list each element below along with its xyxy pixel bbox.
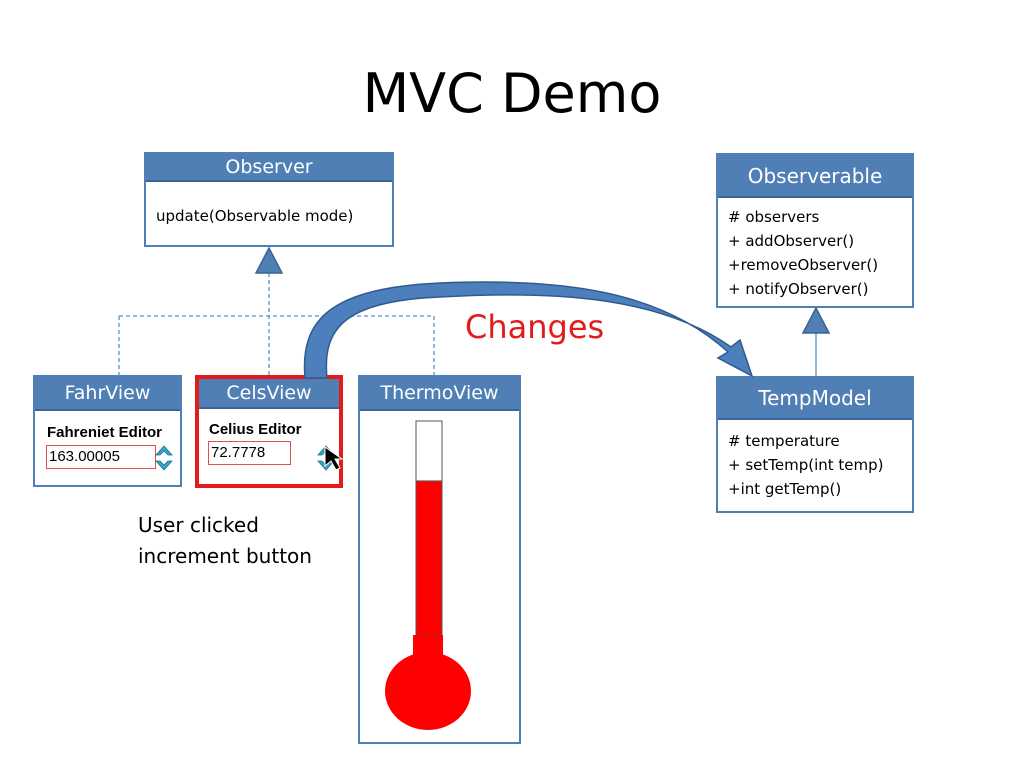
observable-member: +removeObserver(): [728, 256, 879, 274]
note-line: User clicked: [138, 513, 259, 537]
fahrview-panel: FahrView Fahreniet Editor 163.00005: [33, 375, 182, 487]
thermometer: [385, 420, 471, 730]
observer-class-header: Observer: [146, 154, 392, 182]
fahrenheit-spinner-icon[interactable]: [155, 445, 173, 471]
observable-member: # observers: [728, 208, 820, 226]
observable-member: + addObserver(): [728, 232, 855, 250]
observable-class-body: # observers + addObserver() +removeObser…: [718, 198, 912, 307]
fahrenheit-editor-input[interactable]: 163.00005: [46, 445, 156, 469]
observable-class-header: Observerable: [718, 155, 912, 198]
tempmodel-member: +int getTemp(): [728, 480, 842, 498]
changes-curved-arrow: [303, 281, 754, 379]
thermoview-header: ThermoView: [360, 377, 519, 411]
tempmodel-class-body: # temperature + setTemp(int temp) +int g…: [718, 420, 912, 507]
user-action-note: User clicked increment button: [138, 510, 312, 572]
tempmodel-class-header: TempModel: [718, 378, 912, 420]
observer-class-body: update(Observable mode): [146, 182, 392, 234]
thermometer-bulb: [385, 652, 471, 730]
observer-inheritance-triangle: [254, 246, 284, 274]
changes-label: Changes: [465, 308, 605, 346]
observer-method: update(Observable mode): [156, 207, 354, 225]
tempmodel-member: + setTemp(int temp): [728, 456, 884, 474]
observable-class-box: Observerable # observers + addObserver()…: [716, 153, 914, 308]
thermoview-panel: ThermoView: [358, 375, 521, 744]
observer-class-box: Observer update(Observable mode): [144, 152, 394, 247]
tempmodel-member: # temperature: [728, 432, 840, 450]
fahrenheit-editor-label: Fahreniet Editor: [47, 424, 163, 441]
celsius-editor-input[interactable]: 72.7778: [208, 441, 291, 465]
observable-inheritance-triangle: [801, 306, 831, 334]
observable-member: + notifyObserver(): [728, 280, 869, 298]
celsview-header: CelsView: [199, 379, 339, 409]
note-line: increment button: [138, 544, 312, 568]
mouse-cursor-icon: [324, 446, 344, 471]
celsius-editor-label: Celius Editor: [209, 421, 302, 438]
slide-title: MVC Demo: [362, 62, 662, 125]
fahrview-header: FahrView: [35, 377, 180, 411]
tempmodel-class-box: TempModel # temperature + setTemp(int te…: [716, 376, 914, 513]
celsview-panel: CelsView Celius Editor 72.7778: [195, 375, 344, 488]
